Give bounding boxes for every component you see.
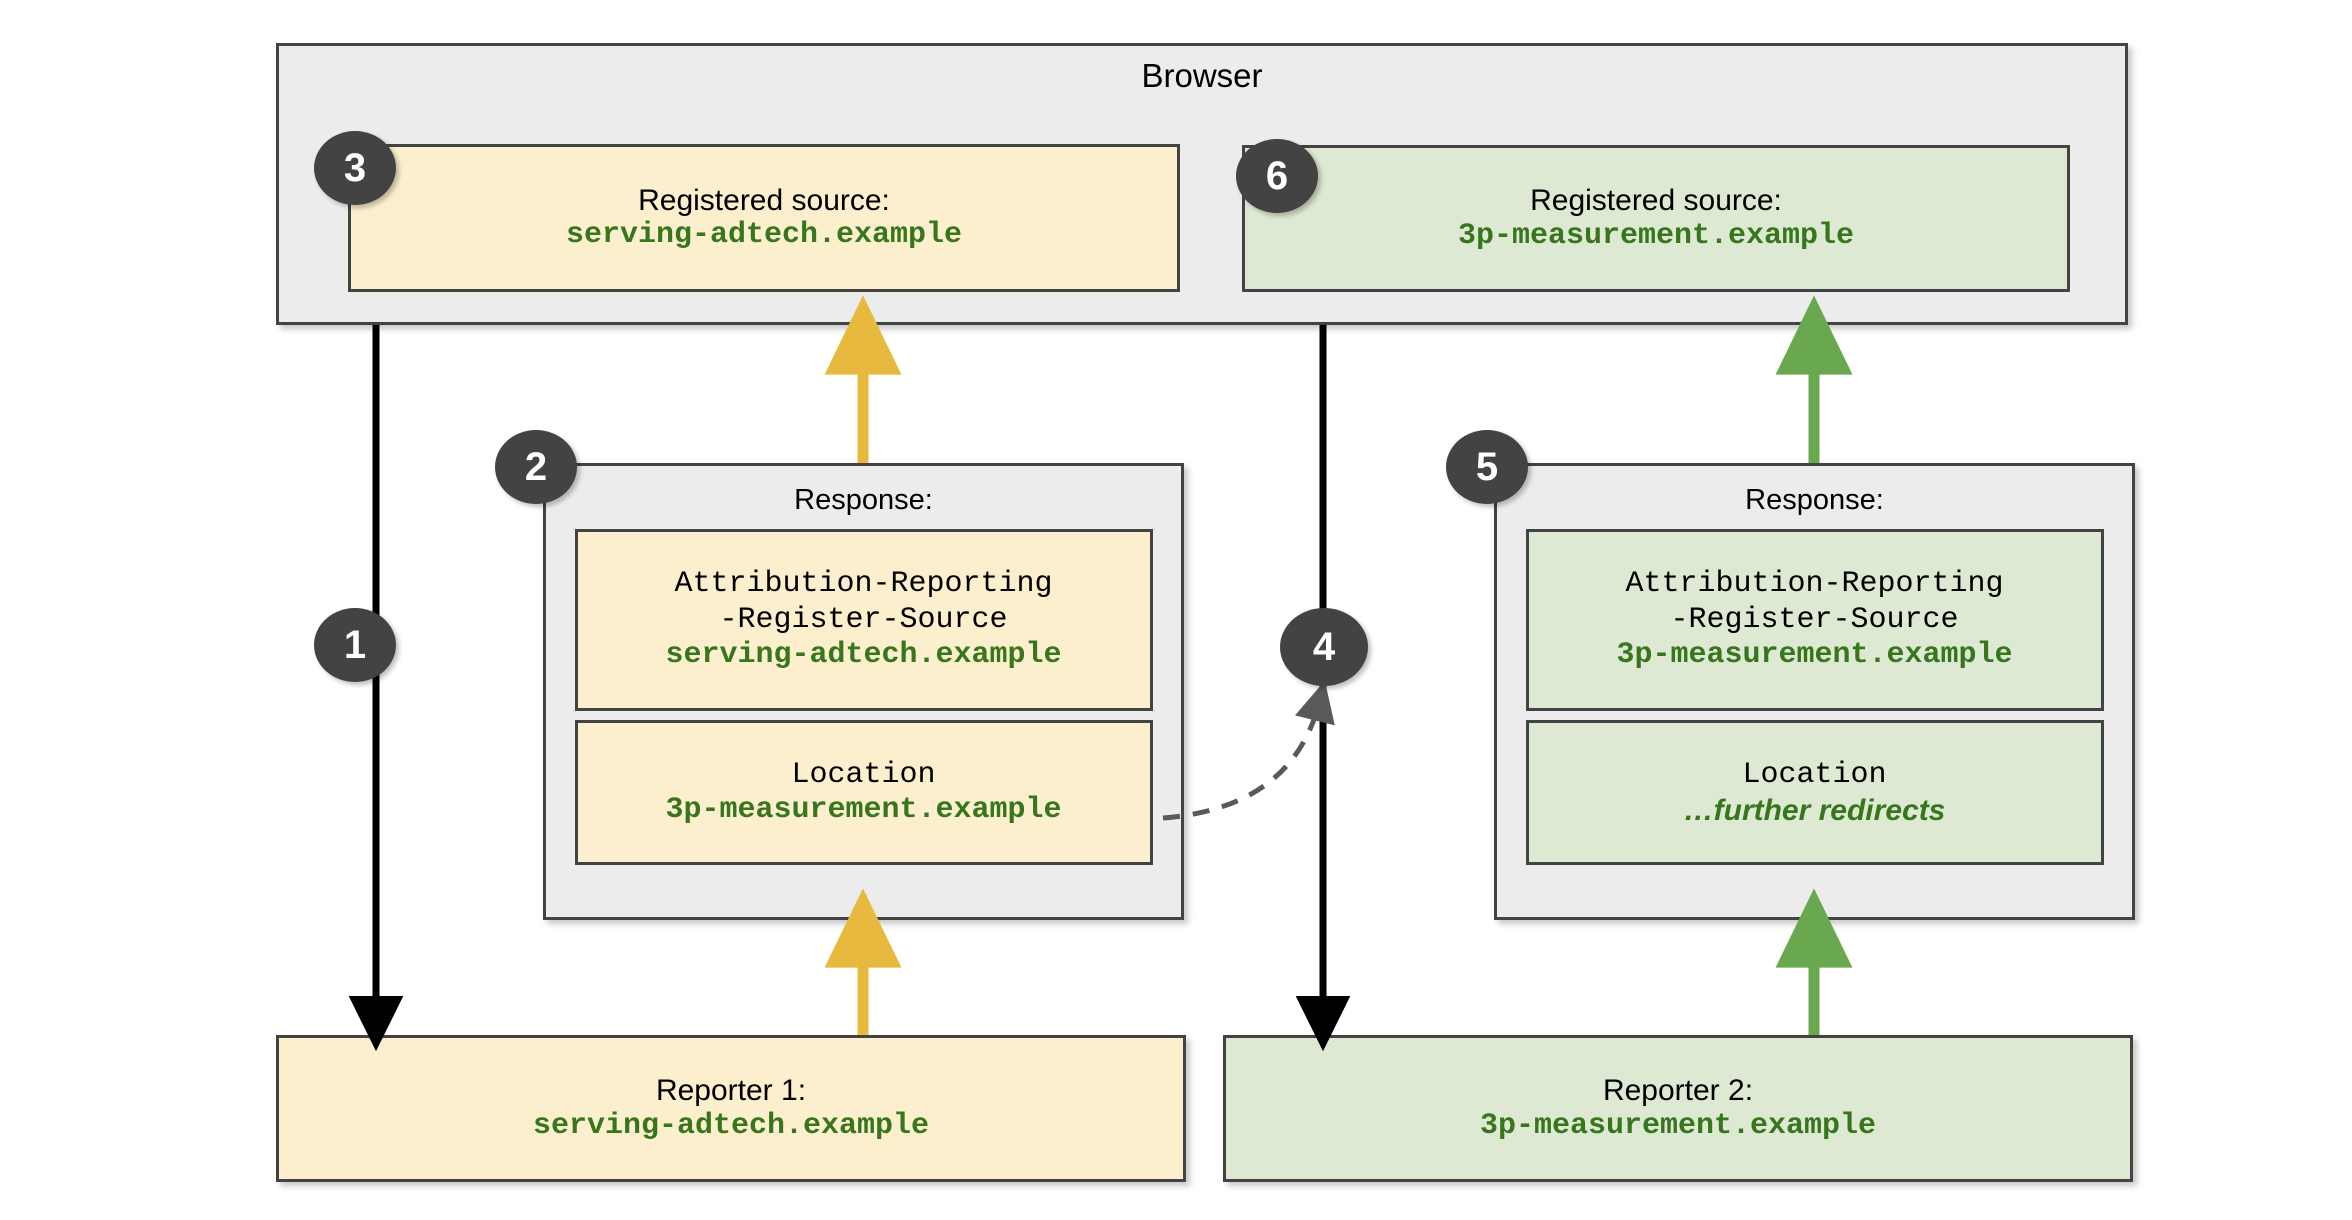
header-name: Attribution-Reporting -Register-Source — [1625, 567, 2004, 638]
arrow-redirect-dashed — [1162, 680, 1335, 821]
response-title-2: Response: — [1745, 484, 1884, 516]
header-name: Location — [1742, 757, 1887, 792]
registered-source-box-1: Registered source: serving-adtech.exampl… — [348, 144, 1180, 292]
response-title-1: Response: — [794, 484, 933, 516]
response-box-2: Response: Attribution-Reporting -Registe… — [1494, 463, 2135, 920]
response-box-1: Response: Attribution-Reporting -Registe… — [543, 463, 1184, 920]
response-header-register-source-1: Attribution-Reporting -Register-Source s… — [574, 529, 1153, 711]
step-badge-1: 1 — [314, 608, 396, 682]
response-header-location-1: Location 3p-measurement.example — [574, 720, 1153, 865]
step-badge-5: 5 — [1446, 430, 1528, 504]
response-header-location-2: Location …further redirects — [1525, 720, 2104, 865]
header-value: 3p-measurement.example — [1616, 638, 2013, 673]
step-badge-2: 2 — [495, 430, 577, 504]
registered-source-value-1: serving-adtech.example — [565, 218, 963, 252]
header-name: Attribution-Reporting -Register-Source — [674, 567, 1053, 638]
browser-title: Browser — [1141, 57, 1263, 94]
registered-source-box-2: Registered source: 3p-measurement.exampl… — [1242, 145, 2070, 292]
reporter-value-2: 3p-measurement.example — [1479, 1108, 1877, 1143]
reporter-label-2: Reporter 2: — [1602, 1074, 1754, 1108]
step-badge-6: 6 — [1236, 139, 1318, 213]
step-badge-3: 3 — [314, 131, 396, 205]
header-value: …further redirects — [1683, 793, 1946, 827]
header-value: serving-adtech.example — [665, 638, 1062, 673]
step-badge-4: 4 — [1280, 608, 1368, 686]
response-header-register-source-2: Attribution-Reporting -Register-Source 3… — [1525, 529, 2104, 711]
header-value: 3p-measurement.example — [665, 792, 1062, 827]
reporter-label-1: Reporter 1: — [655, 1074, 807, 1108]
registered-source-label-2: Registered source: — [1530, 184, 1782, 218]
reporter-box-1: Reporter 1: serving-adtech.example — [276, 1035, 1186, 1182]
registered-source-value-2: 3p-measurement.example — [1457, 218, 1855, 253]
reporter-value-1: serving-adtech.example — [532, 1108, 930, 1143]
reporter-box-2: Reporter 2: 3p-measurement.example — [1223, 1035, 2133, 1182]
header-name: Location — [791, 757, 936, 792]
registered-source-label-1: Registered source: — [638, 183, 890, 217]
